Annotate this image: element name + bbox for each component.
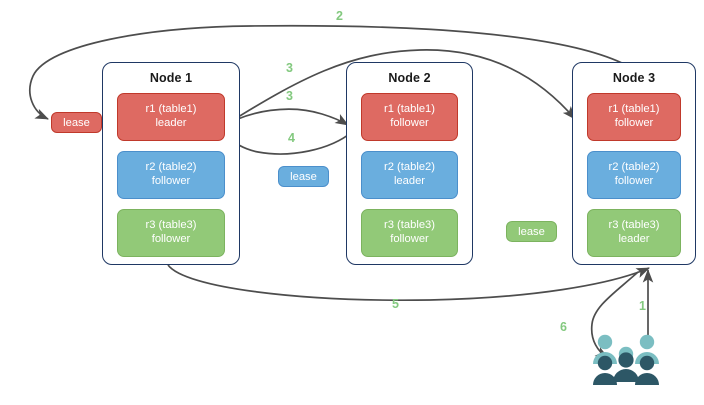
lease-label: lease [290, 170, 317, 183]
lease-badge-r3[interactable]: lease [506, 221, 557, 242]
node-container-node1[interactable]: Node 1 r1 (table1) leader r2 (table2) fo… [102, 62, 240, 265]
users-icon [593, 334, 659, 385]
lease-label: lease [63, 116, 90, 129]
replica-role: follower [614, 175, 654, 187]
step-label-3a: 3 [286, 61, 293, 75]
replica-node3-r2[interactable]: r2 (table2) follower [587, 151, 681, 199]
replica-role: follower [390, 117, 429, 129]
replica-node2-r1[interactable]: r1 (table1) follower [361, 93, 458, 141]
replica-name: r2 (table2) [145, 161, 197, 174]
replica-role: follower [151, 233, 191, 245]
replica-role: leader [393, 175, 426, 187]
lease-badge-r2[interactable]: lease [278, 166, 329, 187]
replica-role: follower [151, 175, 191, 187]
node-title: Node 1 [149, 71, 193, 85]
step-label-4: 4 [288, 131, 295, 145]
replica-role: leader [155, 117, 187, 129]
replica-role: follower [614, 117, 654, 129]
step-label-6: 6 [560, 320, 567, 334]
replica-name: r3 (table3) [384, 219, 435, 232]
replica-name: r1 (table1) [145, 103, 197, 116]
replica-node1-r2[interactable]: r2 (table2) follower [117, 151, 225, 199]
step-label-5: 5 [392, 297, 399, 311]
lease-label: lease [518, 225, 545, 238]
replica-name: r3 (table3) [145, 219, 197, 232]
replica-role: leader [618, 233, 650, 245]
replica-name: r2 (table2) [384, 161, 435, 174]
replica-node2-r3[interactable]: r3 (table3) follower [361, 209, 458, 257]
replica-node1-r3[interactable]: r3 (table3) follower [117, 209, 225, 257]
node-title: Node 2 [388, 71, 431, 85]
lease-badge-r1[interactable]: lease [51, 112, 102, 133]
replica-node2-r2[interactable]: r2 (table2) leader [361, 151, 458, 199]
arrow-step-5 [167, 264, 650, 302]
replica-name: r2 (table2) [608, 161, 660, 174]
arrow-step-3-short [221, 108, 349, 128]
replica-name: r3 (table3) [608, 219, 660, 232]
node-title: Node 3 [612, 71, 656, 85]
node-container-node2[interactable]: Node 2 r1 (table1) follower r2 (table2) … [346, 62, 473, 265]
replica-name: r1 (table1) [384, 103, 435, 116]
step-label-3b: 3 [286, 89, 293, 103]
replica-node1-r1[interactable]: r1 (table1) leader [117, 93, 225, 141]
step-label-1: 1 [639, 299, 646, 313]
step-label-2: 2 [336, 9, 343, 23]
replica-node3-r3[interactable]: r3 (table3) leader [587, 209, 681, 257]
replica-name: r1 (table1) [608, 103, 660, 116]
replica-node3-r1[interactable]: r1 (table1) follower [587, 93, 681, 141]
node-container-node3[interactable]: Node 3 r1 (table1) follower r2 (table2) … [572, 62, 696, 265]
replica-role: follower [390, 233, 429, 245]
